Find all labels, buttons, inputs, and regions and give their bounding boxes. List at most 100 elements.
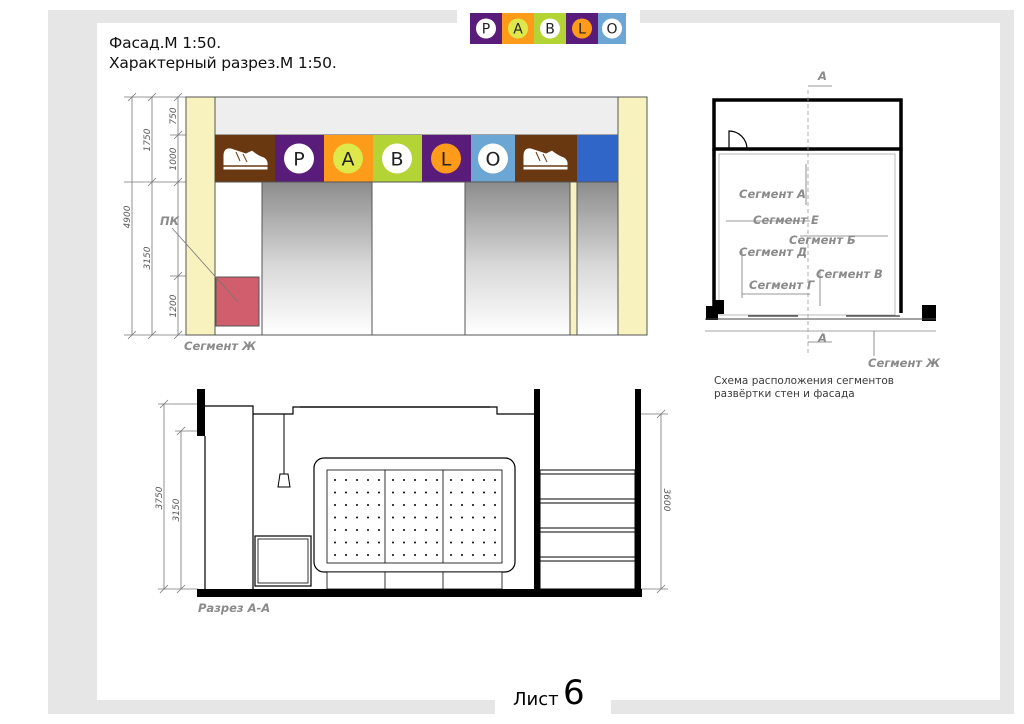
perforation-dot: [461, 554, 463, 556]
facade-top-band: [214, 96, 619, 136]
section-partition: [534, 389, 540, 589]
pablo-logo: P A B L O: [470, 13, 626, 44]
perforation-dot: [494, 504, 496, 506]
perforation-dot: [378, 479, 380, 481]
section-label: Разрез А-А: [198, 601, 270, 615]
perforation-dot: [425, 479, 427, 481]
facade-elevation: 4900 1750 3150 750 1000 1200 P A B: [123, 92, 648, 353]
sign-letter-l: L: [441, 149, 452, 171]
dim-3150: 3150: [143, 246, 153, 269]
section-a-a: 3750 3150 3600: [155, 389, 671, 615]
sheet-label-box: [495, 669, 611, 719]
perforation-dot: [461, 529, 463, 531]
plan-storage-room: [712, 98, 903, 151]
logo-letter-l: L: [578, 22, 586, 38]
door-swing: [728, 130, 748, 150]
perforation-dot: [483, 529, 485, 531]
perforation-dot: [461, 516, 463, 519]
section-outline: [204, 405, 534, 589]
perforation-dot: [403, 491, 405, 494]
section-title: Характерный разрез.М 1:50.: [109, 54, 337, 72]
perforation-dot: [378, 554, 380, 556]
perforation-dot: [472, 479, 474, 481]
perforation-dot: [367, 479, 369, 481]
perforation-dot: [345, 541, 347, 544]
perforation-dot: [356, 479, 358, 481]
perforation-dot: [494, 516, 496, 519]
perforation-dot: [414, 529, 416, 531]
perforation-dot: [436, 529, 438, 531]
signboard: P A B L O: [215, 135, 618, 182]
perforation-dot: [425, 504, 427, 506]
inner-wall-line: [718, 153, 896, 316]
perforation-dot: [334, 554, 336, 556]
segment-arrows: [726, 85, 888, 356]
dim-1000: 1000: [169, 147, 179, 170]
pk-leader: [171, 227, 239, 303]
perforation-dot: [356, 491, 358, 494]
perforation-dot: [414, 516, 416, 519]
logo-letter-b: B: [545, 22, 555, 38]
perforation-dot: [472, 516, 474, 519]
plan-cut-label-bottom: А: [817, 331, 827, 345]
perforation-dot: [356, 504, 358, 506]
perforation-dot: [367, 491, 369, 494]
perforation-dot: [472, 554, 474, 556]
perforation-dot: [483, 491, 485, 494]
dim-3150-section: 3150: [172, 498, 182, 521]
perforation-dot: [334, 541, 336, 544]
perforation-dot: [425, 529, 427, 531]
pk-label: ПК: [160, 214, 180, 228]
segment-v-label: Сегмент В: [816, 267, 883, 281]
perforation-dot: [461, 504, 463, 506]
perforation-dot: [494, 479, 496, 481]
dim-750: 750: [169, 107, 179, 124]
plan-scheme: А А Сегмент А Сегмент Е Сегмент Б Сегмен…: [705, 69, 941, 370]
perforation-dot: [392, 554, 394, 556]
perforation-dot: [494, 541, 496, 544]
perforation-dot: [392, 504, 394, 506]
perforation-dot: [392, 541, 394, 544]
perforation-dot: [403, 529, 405, 531]
perforation-dot: [436, 491, 438, 494]
perforation-dot: [356, 529, 358, 531]
glass-panel-3: [576, 181, 619, 336]
glass-panel-2: [464, 181, 571, 336]
plan-jamb-left: [714, 300, 724, 314]
sign-letter-a: A: [342, 149, 355, 171]
perforation-dot: [450, 554, 452, 556]
perforation-dot: [436, 541, 438, 544]
perforation-dot: [414, 479, 416, 481]
perforation-dot: [414, 504, 416, 506]
dim-3750: 3750: [155, 486, 165, 509]
perforation-dot: [334, 491, 336, 494]
perforation-dot: [483, 504, 485, 506]
entrance-opening: [371, 181, 466, 336]
perforation-dot: [367, 554, 369, 556]
plan-cut-label-top: А: [817, 69, 827, 83]
dim-1750: 1750: [143, 128, 153, 151]
segment-g-label: Сегмент Г: [749, 278, 815, 292]
section-right-wall: [635, 389, 641, 589]
left-pilaster: [185, 96, 216, 336]
perforation-dot: [334, 504, 336, 506]
sign-tile-blue: [577, 135, 618, 182]
perforation-dot: [450, 529, 452, 531]
perforation-dot: [345, 504, 347, 506]
perforation-dot: [450, 504, 452, 506]
perforation-dot: [345, 479, 347, 481]
perforation-dot: [334, 529, 336, 531]
perforation-dot: [436, 504, 438, 506]
perforation-dot: [356, 541, 358, 544]
perforation-dot: [367, 504, 369, 506]
section-dimension-lines: [158, 399, 668, 594]
perforation-dot: [403, 516, 405, 519]
perforation-dot: [483, 541, 485, 544]
facade-dimension-lines: [124, 92, 215, 340]
pendant-lamp-icon: [277, 473, 291, 488]
cabinet: [254, 535, 312, 587]
perforation-dot: [356, 554, 358, 556]
section-left-wall: [197, 389, 205, 436]
shelving: [539, 469, 636, 590]
facade-segment-label: Сегмент Ж: [184, 339, 257, 353]
